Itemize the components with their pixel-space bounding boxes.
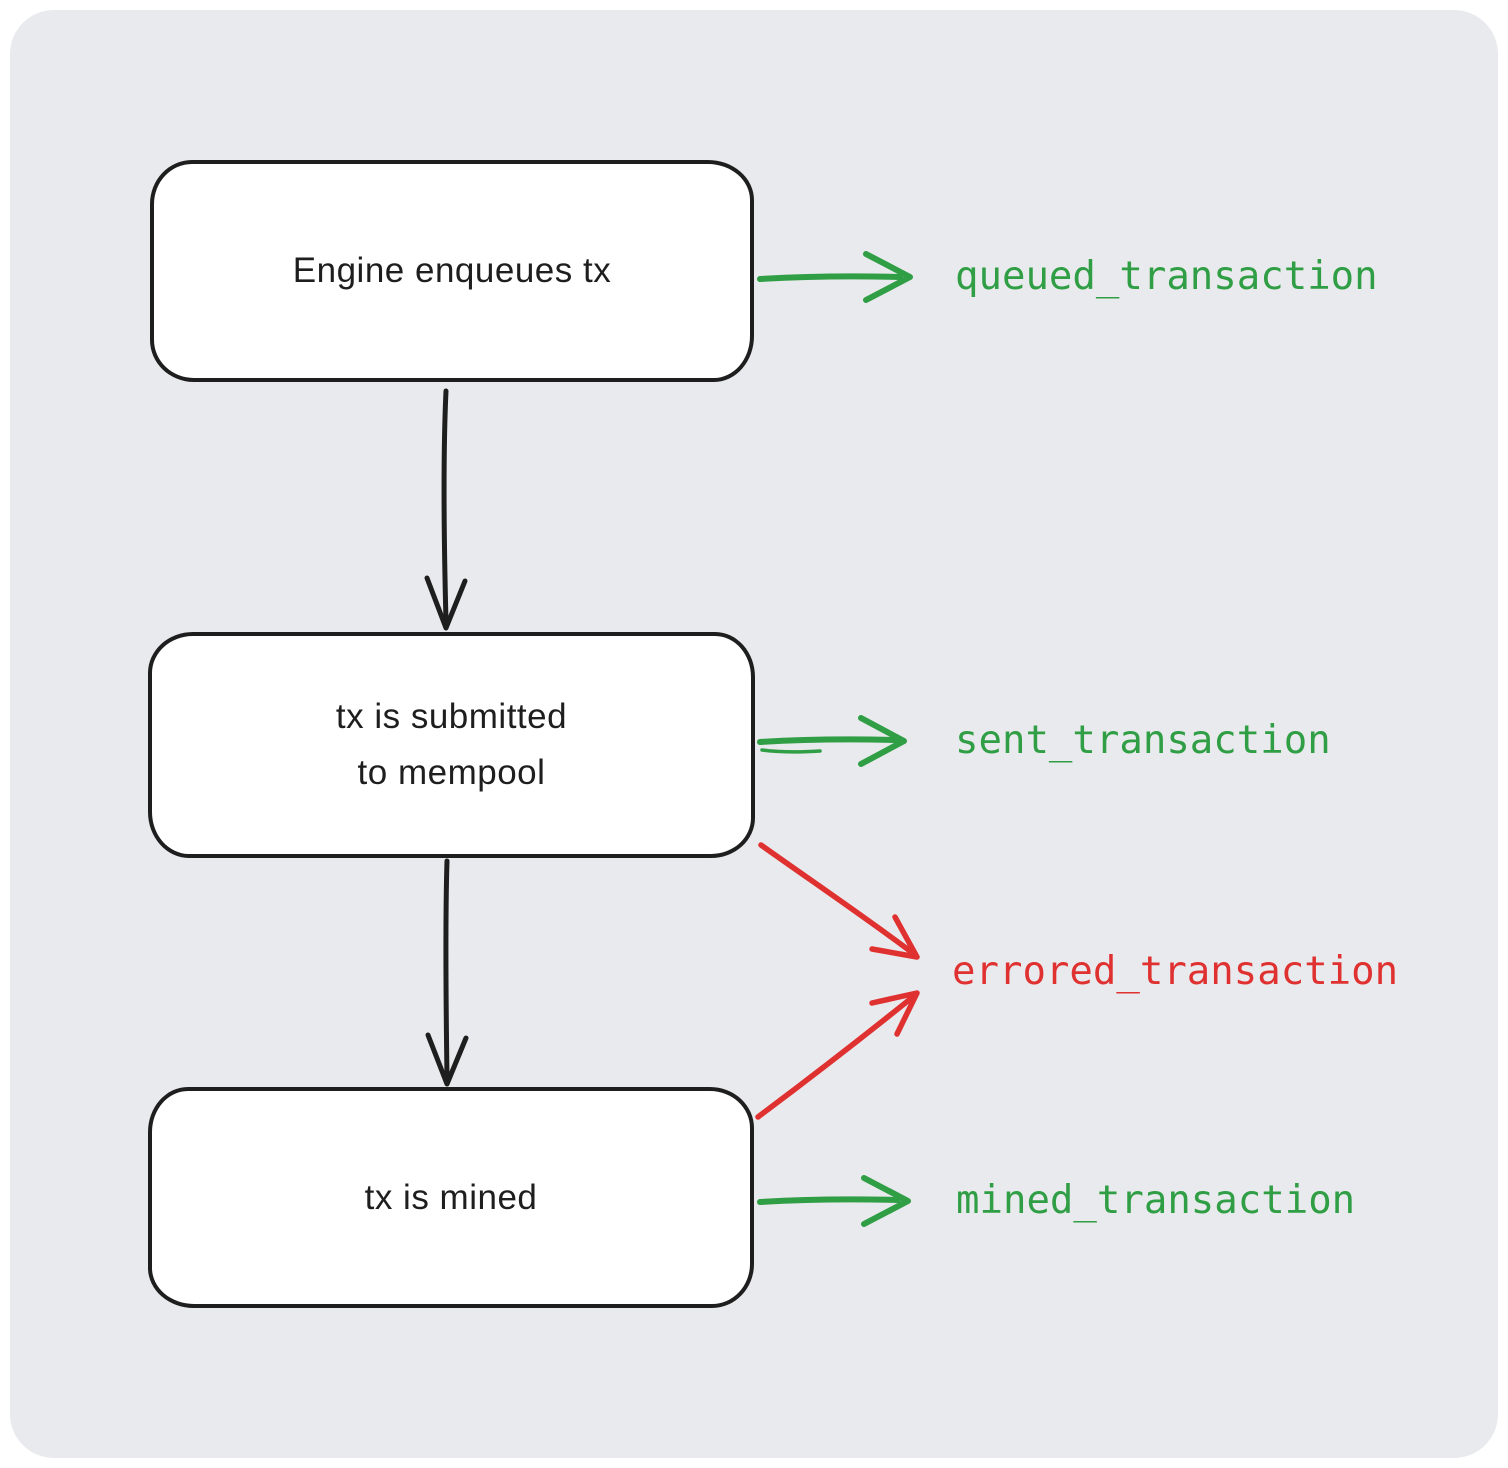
node-label: Engine enqueues tx [292,251,612,290]
event-label-errored-transaction: errored_transaction [952,949,1399,994]
node-tx-submitted-to-mempool: tx is submitted to mempool [148,632,755,858]
arrow-sent-transaction [757,715,907,767]
node-engine-enqueues-tx: Engine enqueues tx [150,160,754,382]
arrow-engine-to-mempool [424,388,468,631]
arrowhead-icon [869,914,920,960]
arrow-shaft [757,736,899,745]
arrow-shaft [757,273,903,282]
arrow-errored-from-mined [755,990,920,1120]
arrowhead-down-icon [425,1032,469,1087]
arrowhead-icon [869,990,920,1037]
arrowhead-right-icon [861,1175,911,1227]
arrow-shaft [757,1196,901,1205]
node-tx-is-mined: tx is mined [148,1087,754,1308]
arrow-queued-transaction [757,251,913,303]
arrow-shaft [755,993,917,1120]
arrowhead-down-icon [424,575,468,631]
node-label: tx is mined [364,1177,538,1217]
arrow-shaft [441,388,449,624]
arrow-mined-transaction [757,1175,911,1227]
event-label-queued-transaction: queued_transaction [955,254,1378,299]
arrowhead-right-icon [863,251,913,303]
diagram-canvas: Engine enqueues tx tx is submitted to me… [10,10,1498,1458]
arrow-errored-from-mempool [758,842,920,960]
node-label: tx is submitted to mempool [335,697,568,792]
arrow-shaft [758,842,917,957]
event-label-sent-transaction: sent_transaction [955,718,1331,763]
event-label-mined-transaction: mined_transaction [956,1178,1356,1223]
arrowhead-right-icon [858,715,907,767]
arrow-shaft-doodle [760,748,822,754]
arrow-mempool-to-mined [425,858,469,1087]
arrow-shaft [443,858,450,1080]
